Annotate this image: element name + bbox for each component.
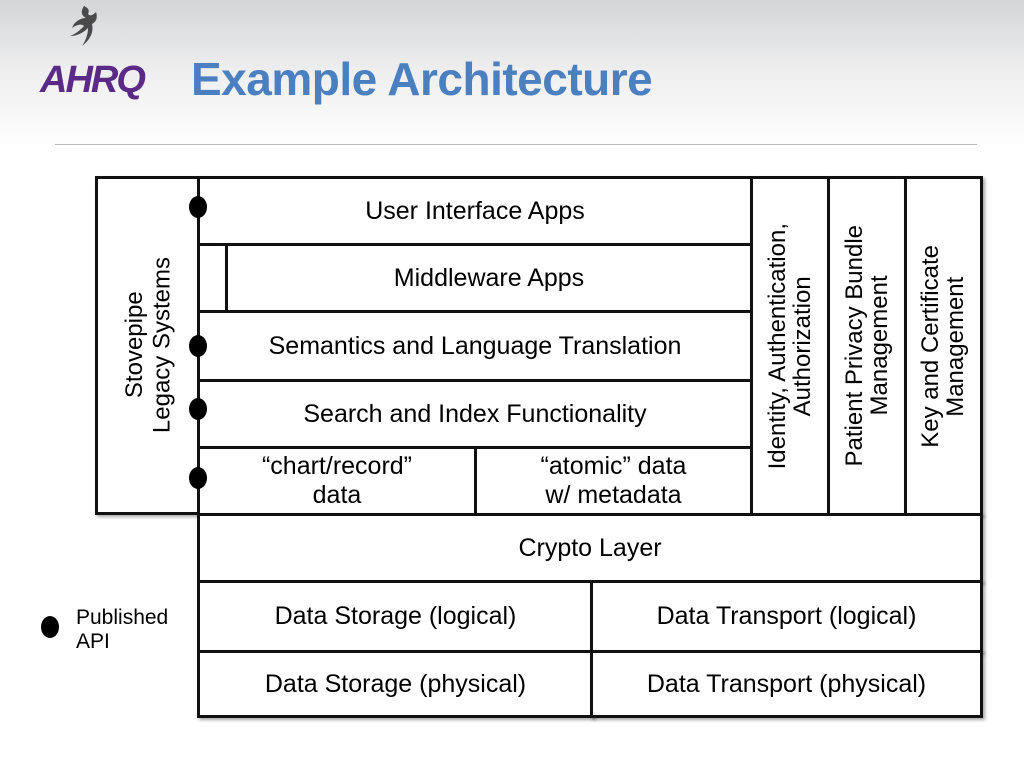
- page-title: Example Architecture: [191, 53, 653, 105]
- atomic-data-box: “atomic” data w/ metadata: [474, 446, 753, 516]
- semantics-translation-label: Semantics and Language Translation: [268, 331, 682, 360]
- data-storage-physical-label: Data Storage (physical): [264, 669, 527, 698]
- legend-label: Published API: [76, 606, 168, 654]
- hhs-eagle-icon: [70, 6, 97, 46]
- title-divider: [55, 144, 977, 145]
- ahrq-logo: AHRQ: [40, 55, 150, 105]
- search-index-box: Search and Index Functionality: [197, 379, 753, 449]
- atomic-data-line2: w/ metadata: [545, 481, 682, 509]
- keycert-line1: Key and Certificate: [917, 244, 945, 448]
- crypto-layer-box: Crypto Layer: [197, 513, 983, 583]
- identity-authentication-box: Identity, Authentication, Authorization: [750, 176, 830, 516]
- data-transport-logical-box: Data Transport (logical): [590, 580, 983, 653]
- privacy-line2: Management: [866, 275, 893, 417]
- semantics-translation-box: Semantics and Language Translation: [197, 310, 753, 382]
- identity-line1: Identity, Authentication,: [763, 222, 791, 470]
- published-api-dot-search: [189, 398, 207, 420]
- middleware-spacer-box: [197, 243, 229, 313]
- middleware-apps-box: Middleware Apps: [225, 243, 753, 313]
- data-transport-physical-label: Data Transport (physical): [646, 669, 927, 698]
- data-storage-logical-box: Data Storage (logical): [197, 580, 594, 653]
- user-interface-apps-box: User Interface Apps: [197, 176, 753, 246]
- legend-line1: Published: [76, 606, 169, 629]
- legend-line2: API: [76, 630, 110, 654]
- data-transport-logical-label: Data Transport (logical): [656, 602, 917, 631]
- user-interface-apps-label: User Interface Apps: [365, 196, 585, 225]
- search-index-label: Search and Index Functionality: [303, 399, 647, 428]
- chart-record-data-box: “chart/record” data: [197, 446, 477, 516]
- crypto-layer-label: Crypto Layer: [518, 533, 662, 562]
- published-api-dot-ui: [189, 196, 207, 218]
- data-storage-logical-label: Data Storage (logical): [274, 602, 517, 631]
- key-certificate-box: Key and Certificate Management: [904, 176, 983, 516]
- privacy-line1: Patient Privacy Bundle: [840, 225, 868, 467]
- stovepipe-label-line1: Stovepipe: [120, 292, 148, 399]
- ahrq-logo-text: AHRQ: [40, 58, 146, 101]
- data-transport-physical-box: Data Transport (physical): [590, 650, 983, 718]
- chart-record-line2: data: [312, 481, 362, 509]
- data-storage-physical-box: Data Storage (physical): [197, 650, 594, 718]
- atomic-data-line1: “atomic” data: [540, 452, 687, 481]
- patient-privacy-bundle-box: Patient Privacy Bundle Management: [827, 176, 907, 516]
- stovepipe-legacy-systems-box: Stovepipe Legacy Systems: [95, 176, 202, 515]
- keycert-line2: Management: [942, 275, 970, 417]
- middleware-apps-label: Middleware Apps: [393, 263, 585, 292]
- stovepipe-label-line2: Legacy Systems: [148, 257, 176, 434]
- published-api-dot-data: [189, 467, 207, 489]
- chart-record-line1: “chart/record”: [261, 452, 413, 481]
- published-api-dot-semantics: [189, 335, 207, 357]
- legend-dot-icon: [41, 616, 59, 638]
- identity-line2: Authorization: [789, 275, 816, 417]
